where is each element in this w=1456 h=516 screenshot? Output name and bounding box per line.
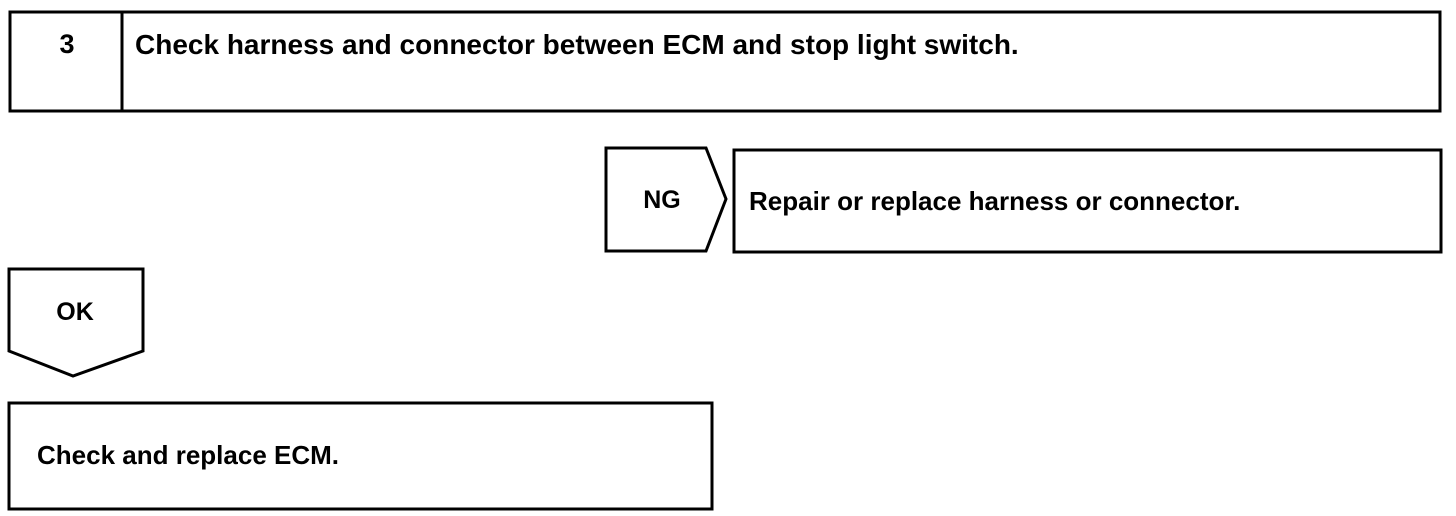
ng-arrow-shape [604,146,728,253]
ng-action-outline [732,148,1443,254]
step-number: 3 [59,29,74,59]
ok-action-text: Check and replace ECM. [37,440,339,470]
step-title: Check harness and connector between ECM … [135,29,1019,60]
ng-branch-tag: NG [604,146,728,253]
ok-label: OK [56,298,94,326]
step-box: 3 Check harness and connector between EC… [8,10,1442,113]
ok-branch-tag: OK [7,267,145,378]
step-box-outline [8,10,1442,113]
ok-arrow-shape [7,267,145,378]
ok-action-box: Check and replace ECM. [7,401,714,511]
ok-action-outline [7,401,714,511]
ng-label: NG [643,186,681,214]
ng-action-box: Repair or replace harness or connector. [732,148,1443,254]
ng-action-text: Repair or replace harness or connector. [749,186,1240,216]
